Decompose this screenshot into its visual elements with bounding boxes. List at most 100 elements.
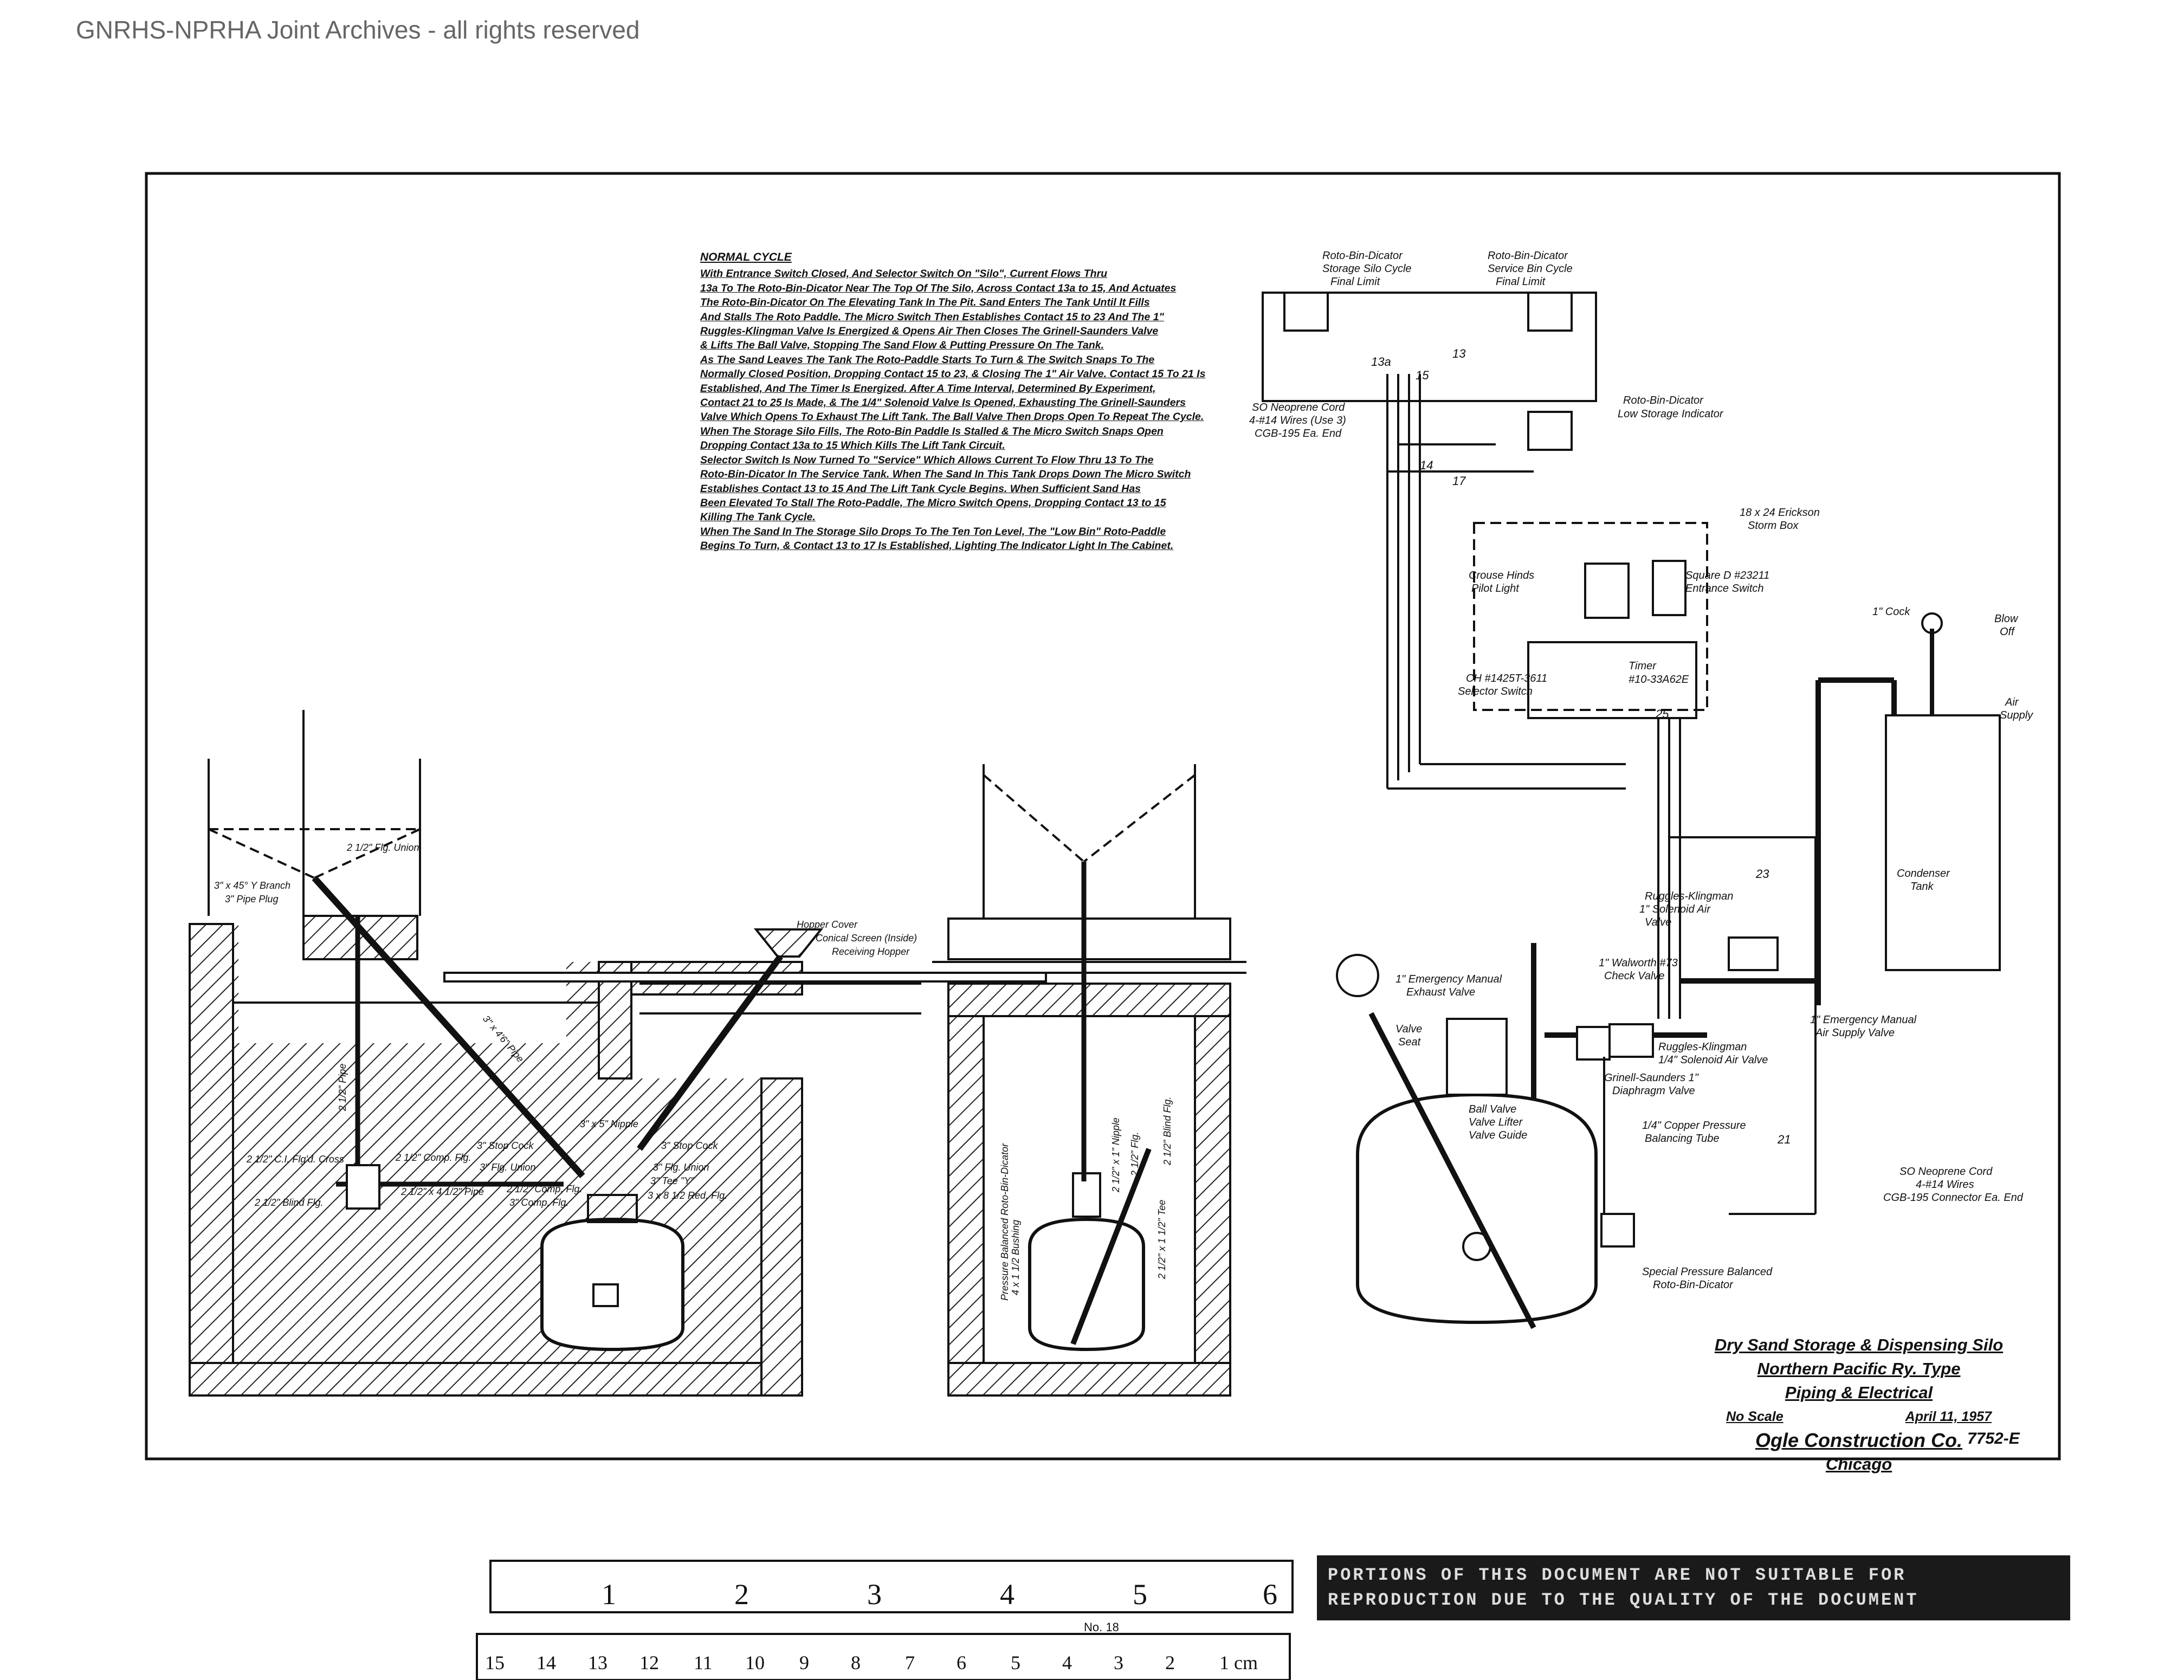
grinell-label-2: Diaphragm Valve xyxy=(1612,1085,1695,1097)
notes-line: Killing The Tank Cycle. xyxy=(700,511,816,524)
title-scale-row: No Scale April 11, 1957 xyxy=(1707,1405,2011,1429)
stop-cock-r-label: 3" Stop Cock xyxy=(661,1140,718,1151)
wire-label-23: 23 xyxy=(1755,867,1769,881)
emergency-supply-label-2: Air Supply Valve xyxy=(1815,1027,1895,1039)
ruggles-quarter-label-1: Ruggles-Klingman xyxy=(1658,1041,1747,1053)
storm-box-label-1: 18 x 24 Erickson xyxy=(1740,507,1820,519)
quality-notice-strip: PORTIONS OF THIS DOCUMENT ARE NOT SUITAB… xyxy=(1317,1555,2070,1620)
notes-line: Establishes Contact 13 to 15 And The Lif… xyxy=(700,482,1141,495)
archive-watermark: GNRHS-NPRHA Joint Archives - all rights … xyxy=(76,16,640,44)
flg-union-l-label: 3" Flg. Union xyxy=(480,1162,535,1173)
pipe-plug-label: 3" Pipe Plug xyxy=(225,894,278,904)
notes-line: Selector Switch Is Now Turned To "Servic… xyxy=(700,454,1154,466)
end-rbd-label: Pressure Balanced Roto-Bin-Dicator xyxy=(999,1143,1010,1301)
title-city: Chicago xyxy=(1825,1455,1892,1474)
nipple-label: 3" x 5" Nipple xyxy=(580,1119,638,1129)
condenser-label-1: Condenser xyxy=(1897,868,1950,880)
ruler-inch-3: 3 xyxy=(867,1578,882,1611)
emergency-supply-label-1: 1" Emergency Manual xyxy=(1810,1014,1917,1026)
ruler-cm-14: 14 xyxy=(537,1652,556,1673)
ruggles-quarter-label-2: 1/4" Solenoid Air Valve xyxy=(1658,1054,1768,1066)
notes-line: & Lifts The Ball Valve, Stopping The San… xyxy=(700,339,1104,352)
service-limit-label-3: Final Limit xyxy=(1496,276,1546,288)
ruggles-1in-label-2: 1" Solenoid Air xyxy=(1639,903,1711,915)
quality-notice-line-2: REPRODUCTION DUE TO THE QUALITY OF THE D… xyxy=(1328,1590,1919,1610)
ruler-inch-6: 6 xyxy=(1263,1578,1277,1611)
cord-top-label-1: SO Neoprene Cord xyxy=(1252,402,1345,413)
notes-line: And Stalls The Roto Paddle. The Micro Sw… xyxy=(700,311,1164,323)
comp-flg-c-label: 3" Comp. Flg. xyxy=(509,1197,568,1208)
cord-bottom-label-3: CGB-195 Connector Ea. End xyxy=(1883,1192,2024,1204)
copper-tube-label-2: Balancing Tube xyxy=(1645,1133,1720,1145)
wire-label-25: 25 xyxy=(1655,707,1669,721)
ball-valve-label-2: Valve Lifter xyxy=(1469,1116,1523,1128)
low-storage-label-1: Roto-Bin-Dicator xyxy=(1623,395,1704,406)
ruggles-1in-label-3: Valve xyxy=(1645,916,1671,928)
comp-flg-label: 2 1/2" Comp. Flg. xyxy=(395,1152,471,1163)
end-tee-label: 2 1/2" x 1 1/2" Tee xyxy=(1156,1200,1167,1280)
service-limit-label-2: Service Bin Cycle xyxy=(1488,263,1573,275)
notes-line: 13a To The Roto-Bin-Dicator Near The Top… xyxy=(700,282,1177,294)
title-line-3: Piping & Electrical xyxy=(1785,1383,1933,1402)
ruler-cm-6: 6 xyxy=(957,1652,966,1673)
notes-line: Valve Which Opens To Exhaust The Lift Ta… xyxy=(700,411,1204,423)
receiving-hopper-label: Receiving Hopper xyxy=(832,946,910,957)
storage-limit-label-2: Storage Silo Cycle xyxy=(1322,263,1412,275)
notes-heading: NORMAL CYCLE xyxy=(700,251,792,263)
notes-line: Been Elevated To Stall The Roto-Paddle, … xyxy=(700,496,1166,509)
end-blind-label: 2 1/2" Blind Flg. xyxy=(1162,1097,1173,1166)
cord-top-label-2: 4-#14 Wires (Use 3) xyxy=(1249,415,1346,427)
timer-label-1: Timer xyxy=(1629,660,1657,672)
wire-label-14: 14 xyxy=(1420,458,1433,472)
cord-bottom-label-1: SO Neoprene Cord xyxy=(1899,1166,1993,1178)
silo-section xyxy=(189,710,1047,1397)
entrance-switch-label-2: Entrance Switch xyxy=(1685,583,1764,595)
notes-line: When The Storage Silo Fills, The Roto-Bi… xyxy=(700,425,1164,437)
selector-switch-label-1: CH #1425T-3611 xyxy=(1466,673,1547,684)
end-view-section xyxy=(932,764,1246,1397)
storage-limit-label-1: Roto-Bin-Dicator xyxy=(1322,250,1403,262)
valve-seat-label-1: Valve xyxy=(1395,1023,1422,1035)
notes-line: As The Sand Leaves The Tank The Roto-Pad… xyxy=(700,353,1155,366)
wire-label-13a: 13a xyxy=(1371,355,1391,369)
ruler-cm-15: 15 xyxy=(485,1652,505,1673)
walworth-label-1: 1" Walworth #73 xyxy=(1599,957,1678,969)
drawing-number: 7752-E xyxy=(1967,1430,2020,1448)
blow-off-label-1: Blow xyxy=(1994,613,2019,625)
ruler-cm-1: 1 cm xyxy=(1219,1652,1258,1673)
entrance-switch-label-1: Square D #23211 xyxy=(1685,570,1769,581)
service-limit-label-1: Roto-Bin-Dicator xyxy=(1488,250,1568,262)
notes-line: When The Sand In The Storage Silo Drops … xyxy=(700,525,1166,538)
notes-line: Normally Closed Position, Dropping Conta… xyxy=(700,368,1206,380)
title-date: April 11, 1957 xyxy=(1905,1409,1992,1424)
end-nipple-label: 2 1/2" x 1" Nipple xyxy=(1110,1117,1121,1193)
special-rbd-label-1: Special Pressure Balanced xyxy=(1642,1266,1773,1278)
cock-label: 1" Cock xyxy=(1872,606,1910,618)
notes-line: Ruggles-Klingman Valve Is Energized & Op… xyxy=(700,325,1159,338)
selector-switch-label-2: Selector Switch xyxy=(1458,686,1533,697)
notes-line: With Entrance Switch Closed, And Selecto… xyxy=(700,268,1108,280)
ball-valve-label-1: Ball Valve xyxy=(1469,1103,1516,1115)
stop-cock-l-label: 3" Stop Cock xyxy=(477,1140,534,1151)
low-storage-label-2: Low Storage Indicator xyxy=(1618,408,1724,420)
ruler-cm-4: 4 xyxy=(1062,1652,1072,1673)
ruler-inch-2: 2 xyxy=(734,1578,749,1611)
wire-label-17: 17 xyxy=(1452,474,1466,488)
ball-valve-label-3: Valve Guide xyxy=(1469,1129,1527,1141)
title-line-2: Northern Pacific Ry. Type xyxy=(1757,1359,1961,1378)
emergency-exhaust-label-1: 1" Emergency Manual xyxy=(1395,973,1502,985)
grinell-label-1: Grinell-Saunders 1" xyxy=(1604,1072,1699,1084)
wire-label-15: 15 xyxy=(1416,369,1429,382)
scale-ruler xyxy=(476,1560,1294,1680)
conical-screen-label: Conical Screen (Inside) xyxy=(816,933,917,944)
air-supply-label-1: Air xyxy=(2005,696,2019,708)
copper-tube-label-1: 1/4" Copper Pressure xyxy=(1642,1120,1746,1132)
blind-flg-label: 2 1/2" Blind Flg. xyxy=(254,1197,323,1208)
ruler-maker: No. 18 xyxy=(1084,1620,1119,1634)
air-supply-label-2: Supply xyxy=(2000,709,2033,721)
